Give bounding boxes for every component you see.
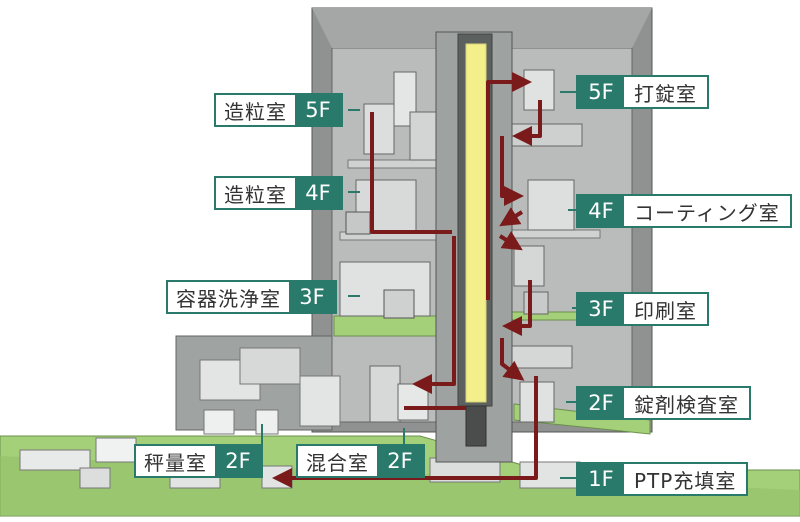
flow-arrow-5f-down <box>512 100 542 146</box>
label-4f-granulation-room: 造粒室 4F <box>214 176 343 210</box>
flow-arrow-to-coating <box>500 136 524 206</box>
label-3f-container-wash-room: 容器洗浄室 3F <box>166 280 337 314</box>
room-name: 造粒室 <box>224 99 287 124</box>
floor-badge: 5F <box>578 77 624 107</box>
flow-arrow-5f-to-4f <box>370 112 452 234</box>
room-name: PTP充填室 <box>634 468 737 493</box>
floor-badge: 2F <box>578 388 624 418</box>
label-2f-weighing-room: 秤量室 2F <box>134 444 263 478</box>
floor-badge: 5F <box>295 95 341 125</box>
label-5f-granulation-room: 造粒室 5F <box>214 93 343 127</box>
flow-arrow-to-ptp <box>272 376 538 488</box>
room-name: 混合室 <box>306 450 369 475</box>
label-2f-mixing-room: 混合室 2F <box>296 444 425 478</box>
elevator-light <box>465 43 487 403</box>
floor-badge: 4F <box>578 196 624 226</box>
floor-slab-3f <box>333 315 441 337</box>
floor-badge: 3F <box>289 282 335 312</box>
label-2f-inspection-room: 2F 錠剤検査室 <box>576 386 751 420</box>
flow-arrow-coating-out <box>499 207 524 227</box>
label-4f-coating-room: 4F コーティング室 <box>576 194 792 228</box>
room-name: コーティング室 <box>634 200 780 225</box>
room-name: 印刷室 <box>634 298 697 323</box>
label-3f-printing-room: 3F 印刷室 <box>576 292 709 326</box>
room-name: 秤量室 <box>144 450 207 475</box>
room-name: 造粒室 <box>224 182 287 207</box>
flow-arrow-lift-to-5f-tablet <box>486 72 532 300</box>
flow-arrow-to-inspection <box>500 338 525 381</box>
flow-arrow-lift-down-3f <box>412 236 456 394</box>
floor-badge: 1F <box>578 464 624 494</box>
label-1f-ptp-room: 1F PTP充填室 <box>576 462 749 496</box>
floor-badge: 4F <box>295 178 341 208</box>
flow-arrow-printing-down <box>502 280 532 336</box>
floor-badge: 2F <box>377 446 423 476</box>
flow-arrows <box>272 72 542 488</box>
floor-slab-5f <box>347 159 441 169</box>
flow-arrow-to-printing <box>498 231 523 251</box>
room-name: 打錠室 <box>634 81 697 106</box>
room-name: 錠剤検査室 <box>634 392 739 417</box>
label-5f-tablet-room: 5F 打錠室 <box>576 75 709 109</box>
floor-badge: 3F <box>578 294 624 324</box>
room-name: 容器洗浄室 <box>176 286 281 311</box>
floor-badge: 2F <box>215 446 261 476</box>
